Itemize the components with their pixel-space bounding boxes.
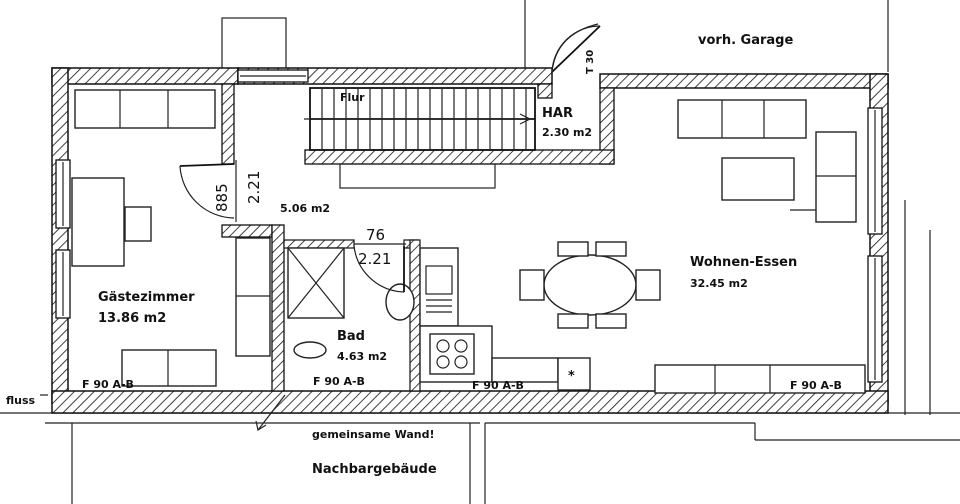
bath-room-area: 4.63 m2 (337, 350, 387, 363)
stairs (304, 87, 536, 189)
bath-door-width: 76 (366, 226, 385, 244)
guest-door-height: 2.21 (245, 171, 263, 204)
guest-room-area: 13.86 m2 (98, 311, 166, 326)
t30-door[interactable] (551, 23, 601, 73)
living-furniture (519, 99, 866, 394)
shared-wall-label: gemeinsame Wand! (312, 428, 434, 441)
guest-door-width: 885 (213, 183, 231, 212)
guest-furniture (71, 89, 235, 387)
interior-walls (221, 83, 615, 392)
svg-text:*: * (568, 369, 575, 384)
exterior-walls (51, 67, 889, 414)
bath-fixtures (287, 245, 415, 359)
neighbor-building-label: Nachbargebäude (312, 462, 437, 477)
fire-rating-kitchen: F 90 A-B (472, 379, 524, 392)
bath-room-name: Bad (337, 329, 365, 344)
garage-label: vorh. Garage (698, 33, 793, 48)
fire-rating-bath: F 90 A-B (313, 375, 365, 388)
fire-rating-guest: F 90 A-B (82, 378, 134, 391)
bottom-arrow (255, 394, 286, 431)
hall-room-name: Flur (340, 91, 365, 104)
bath-door-height: 2.21 (358, 250, 391, 268)
kitchen-fixtures: * (419, 247, 591, 391)
utility-room-name: HAR (542, 106, 573, 121)
flur-left-label: fluss (6, 394, 36, 407)
living-room-area: 32.45 m2 (690, 277, 748, 290)
t30-label: T 30 (585, 50, 596, 74)
hall-room-area: 5.06 m2 (280, 202, 330, 215)
guest-room-name: Gästezimmer (98, 290, 195, 305)
utility-room-area: 2.30 m2 (542, 126, 592, 139)
living-room-name: Wohnen-Essen (690, 255, 797, 270)
hall-furniture (235, 237, 271, 357)
fire-rating-living: F 90 A-B (790, 379, 842, 392)
